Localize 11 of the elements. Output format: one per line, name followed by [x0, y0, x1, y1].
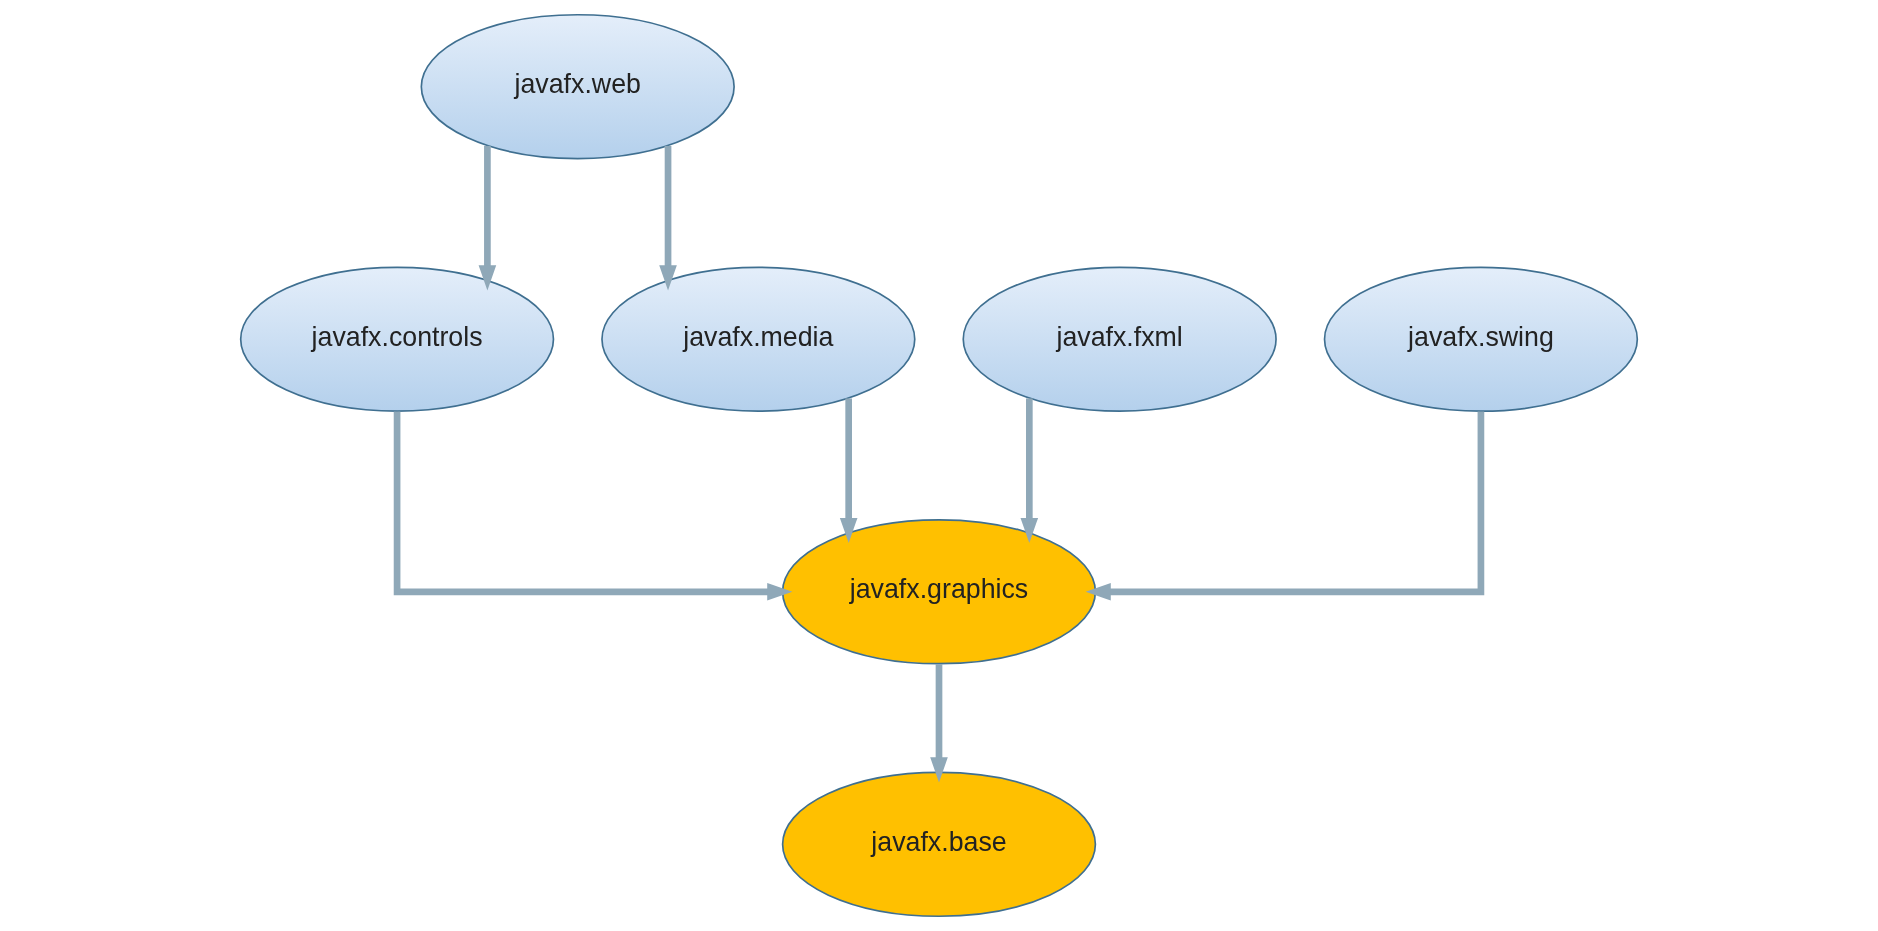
node-ellipse: javafx.web: [420, 13, 735, 160]
arrow: [1020, 398, 1039, 544]
arrow: [839, 398, 858, 544]
arrow: [930, 664, 948, 783]
arrow: [478, 145, 497, 291]
arrow: [393, 411, 793, 601]
node-ellipse: javafx.fxml: [962, 266, 1277, 412]
node-ellipse: javafx.swing: [1323, 266, 1639, 412]
node-ellipse: javafx.base: [781, 771, 1097, 918]
arrow: [1085, 411, 1485, 601]
arrow: [659, 145, 677, 291]
